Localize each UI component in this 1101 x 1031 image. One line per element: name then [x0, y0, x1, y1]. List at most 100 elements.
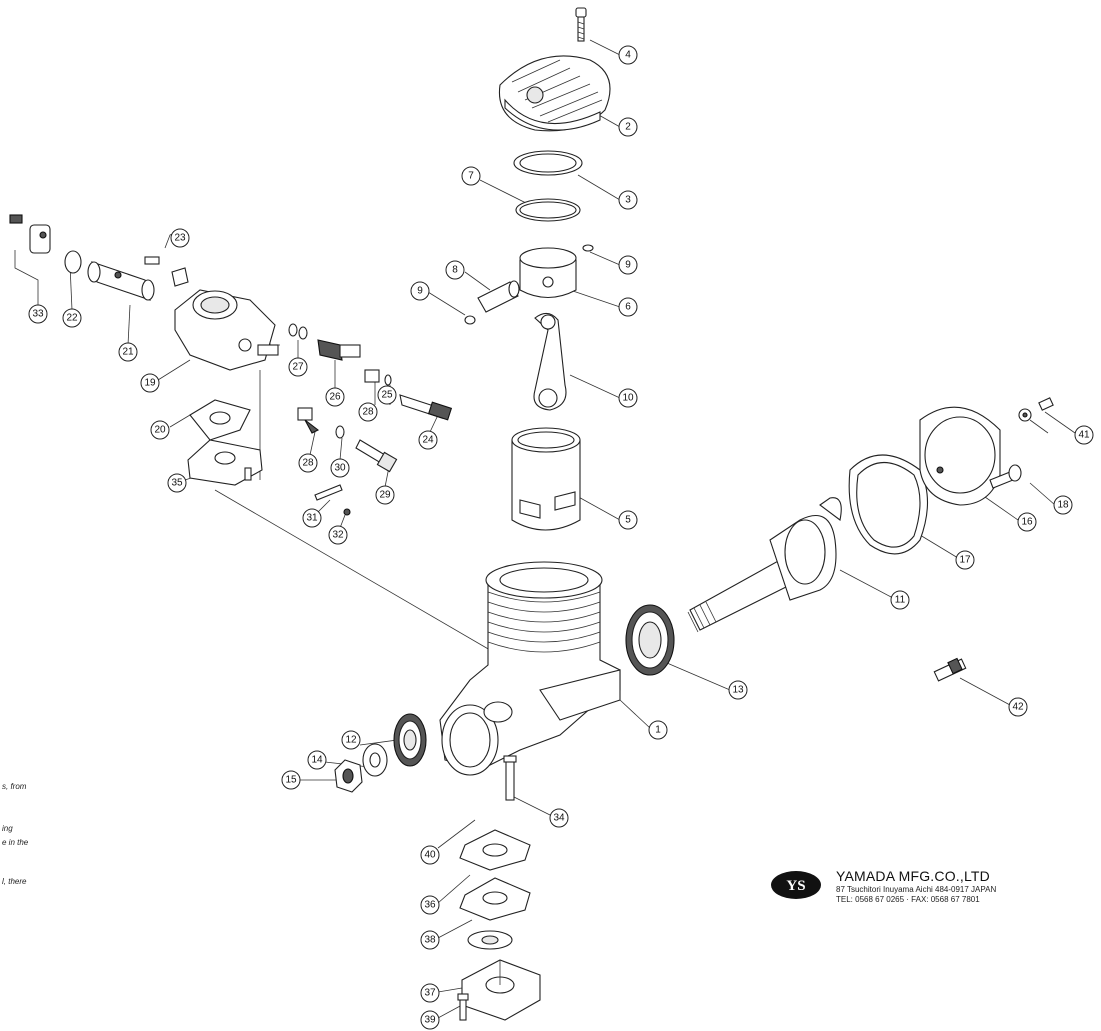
- part-36-bottom-plate: [459, 877, 531, 921]
- svg-text:2: 2: [625, 122, 631, 133]
- svg-text:13: 13: [732, 685, 744, 696]
- callout-20: 20: [150, 420, 170, 440]
- ys-logo: YS: [771, 871, 821, 899]
- part-22-o-ring: [64, 250, 82, 274]
- part-12-front-bearing: [393, 713, 427, 767]
- callout-12: 12: [341, 730, 361, 750]
- svg-text:8: 8: [452, 265, 458, 276]
- part-41-pressure-nipple: [1018, 397, 1054, 422]
- svg-text:1: 1: [655, 725, 661, 736]
- company-name: YAMADA MFG.CO.,LTD: [836, 868, 990, 884]
- part-3-head-gasket: [513, 150, 583, 176]
- callout-24: 24: [418, 430, 438, 450]
- callout-2: 2: [618, 117, 638, 137]
- svg-text:3: 3: [625, 195, 631, 206]
- part-8-wrist-pin: [477, 280, 520, 313]
- svg-text:35: 35: [171, 478, 183, 489]
- part-33-throttle-arm: [9, 214, 51, 254]
- svg-text:36: 36: [424, 900, 436, 911]
- callout-8: 8: [445, 260, 465, 280]
- callout-35: 35: [167, 473, 187, 493]
- svg-text:32: 32: [332, 530, 344, 541]
- callout-5: 5: [618, 510, 638, 530]
- callout-3: 3: [618, 190, 638, 210]
- callout-28-upper: 28: [358, 402, 378, 422]
- callout-33: 33: [28, 304, 48, 324]
- callout-25: 25: [377, 385, 397, 405]
- part-15-prop-nut: [334, 759, 363, 793]
- part-29-mixture-screw: [355, 439, 398, 473]
- part-2-cylinder-head: [498, 55, 611, 132]
- part-38-disc: [467, 930, 513, 950]
- svg-text:10: 10: [622, 393, 634, 404]
- svg-text:34: 34: [553, 813, 565, 824]
- svg-text:11: 11: [895, 595, 906, 606]
- callout-6: 6: [618, 297, 638, 317]
- part-6-piston: [519, 247, 577, 299]
- svg-text:17: 17: [959, 555, 971, 566]
- svg-text:42: 42: [1012, 702, 1024, 713]
- callout-15: 15: [281, 770, 301, 790]
- callout-10: 10: [618, 388, 638, 408]
- company-address: 87 Tsuchitori Inuyama Aichi 484-0917 JAP…: [836, 885, 997, 894]
- callout-39: 40: [420, 845, 440, 865]
- svg-text:21: 21: [122, 347, 134, 358]
- part-7-piston-ring: [515, 198, 581, 222]
- svg-text:40: 40: [424, 850, 436, 861]
- company-tel-fax: TEL: 0568 67 0265 · FAX: 0568 67 7801: [836, 895, 980, 904]
- callout-14: 14: [307, 750, 327, 770]
- callout-22: 22: [62, 308, 82, 328]
- callout-23: 23: [170, 228, 190, 248]
- callout-18: 18: [1053, 495, 1073, 515]
- part-39-bottom-gasket: [459, 829, 531, 871]
- svg-text:28: 28: [302, 458, 314, 469]
- svg-text:41: 41: [1078, 430, 1090, 441]
- svg-text:12: 12: [345, 735, 357, 746]
- svg-text:9: 9: [417, 286, 423, 297]
- part-1-crankcase: [439, 561, 621, 776]
- callout-13: 13: [728, 680, 748, 700]
- side-note-2: ing: [2, 824, 13, 833]
- svg-text:16: 16: [1021, 517, 1033, 528]
- callout-37: 37: [420, 983, 440, 1003]
- part-18-backplate-screw: [989, 464, 1022, 489]
- part-40-cover-screw: [457, 993, 469, 1021]
- svg-text:24: 24: [422, 435, 434, 446]
- part-31-needle: [314, 484, 343, 501]
- callout-9-left: 9: [410, 281, 430, 301]
- callout-26: 26: [325, 387, 345, 407]
- part-27-o-rings: [288, 323, 308, 340]
- part-34-cover-screw: [503, 755, 517, 801]
- svg-text:37: 37: [424, 988, 436, 999]
- callout-42: 42: [1008, 697, 1028, 717]
- part-16-backplate: [919, 406, 1001, 506]
- part-37-bottom-cover: [461, 959, 541, 1021]
- callout-21: 21: [118, 342, 138, 362]
- callout-34: 34: [549, 808, 569, 828]
- svg-text:23: 23: [174, 233, 186, 244]
- part-42-glow-plug: [933, 657, 967, 682]
- svg-text:29: 29: [379, 490, 391, 501]
- callout-28-lower: 28: [298, 453, 318, 473]
- svg-text:39: 39: [424, 1015, 436, 1026]
- svg-text:18: 18: [1057, 500, 1069, 511]
- callout-38: 38: [420, 930, 440, 950]
- callout-41: 41: [1074, 425, 1094, 445]
- callout-17: 17: [955, 550, 975, 570]
- callout-16: 16: [1017, 512, 1037, 532]
- part-30-o-ring: [335, 425, 345, 439]
- svg-text:31: 31: [306, 513, 318, 524]
- callout-31: 31: [302, 508, 322, 528]
- svg-text:7: 7: [468, 171, 474, 182]
- part-32-small-ring: [343, 508, 351, 516]
- svg-text:33: 33: [32, 309, 44, 320]
- svg-text:22: 22: [66, 313, 78, 324]
- svg-text:20: 20: [154, 425, 166, 436]
- side-note-3: e in the: [2, 838, 29, 847]
- svg-text:25: 25: [381, 390, 393, 401]
- part-20-carb-gasket: [189, 399, 251, 441]
- part-19-carb-body: [174, 289, 279, 371]
- svg-text:4: 4: [625, 50, 631, 61]
- svg-text:6: 6: [625, 302, 631, 313]
